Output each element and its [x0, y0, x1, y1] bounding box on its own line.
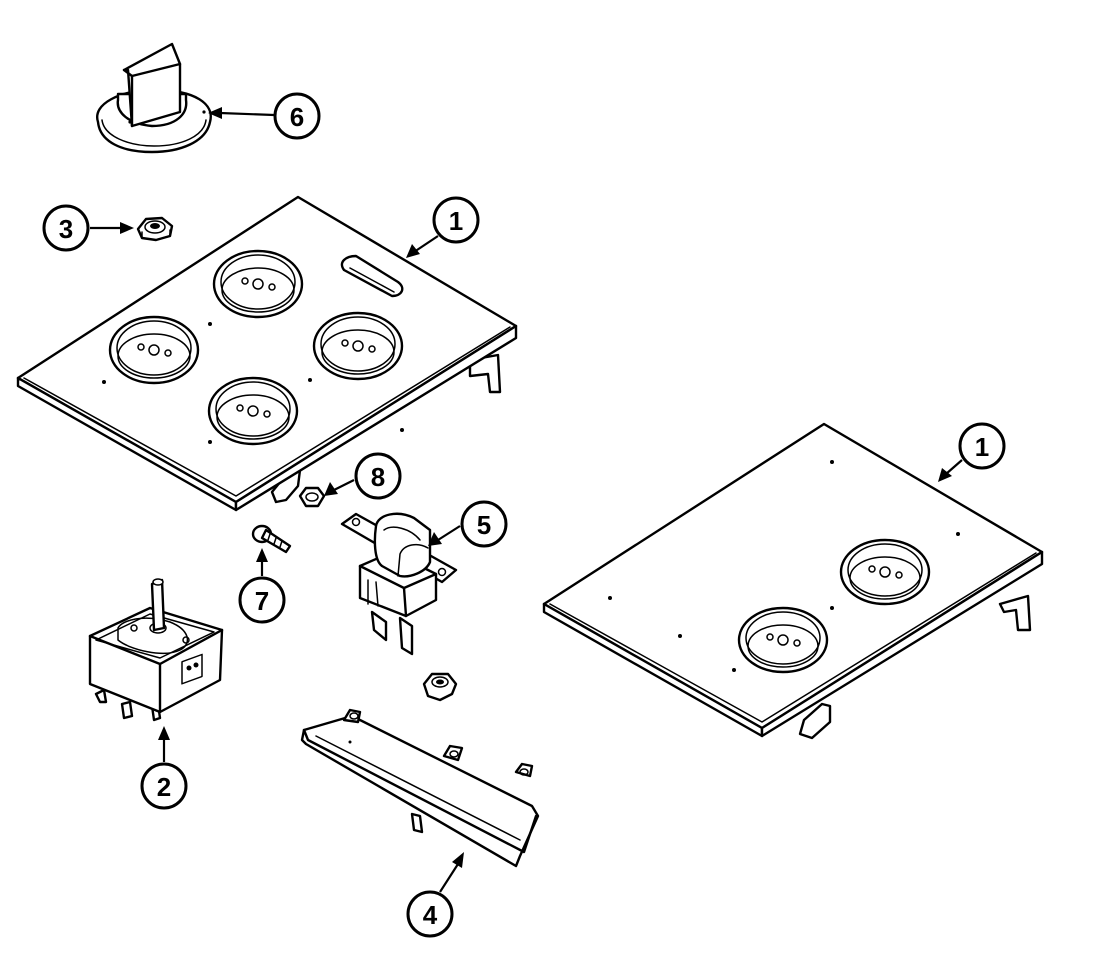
control-knob [96, 42, 212, 154]
callout-7-label: 7 [255, 586, 269, 616]
leader-lines [90, 107, 963, 893]
callout-4-label: 4 [423, 900, 438, 930]
callout-6-label: 6 [290, 102, 304, 132]
cooktop-two-burner [542, 422, 1044, 740]
trim-bracket [300, 708, 540, 868]
callout-2-label: 2 [157, 772, 171, 802]
callout-7: 7 [238, 576, 286, 624]
signal-light-switch [340, 512, 458, 656]
callout-4: 4 [406, 890, 454, 938]
callout-5: 5 [460, 500, 508, 548]
callout-3: 3 [42, 204, 90, 252]
hex-nut [136, 216, 174, 242]
small-nut [298, 486, 326, 508]
callout-1-four-burner: 1 [432, 196, 480, 244]
callout-6: 6 [273, 92, 321, 140]
cooktop-four-burner [16, 195, 518, 512]
callout-1-four-burner-label: 1 [449, 206, 463, 236]
callout-2: 2 [140, 762, 188, 810]
callout-1-two-burner-label: 1 [975, 432, 989, 462]
flange-nut [422, 672, 458, 702]
screw [251, 524, 292, 554]
callout-5-label: 5 [477, 510, 491, 540]
callout-8: 8 [354, 452, 402, 500]
infinite-switch [88, 578, 224, 722]
callout-1-two-burner: 1 [958, 422, 1006, 470]
callout-3-label: 3 [59, 214, 73, 244]
callout-8-label: 8 [371, 462, 385, 492]
